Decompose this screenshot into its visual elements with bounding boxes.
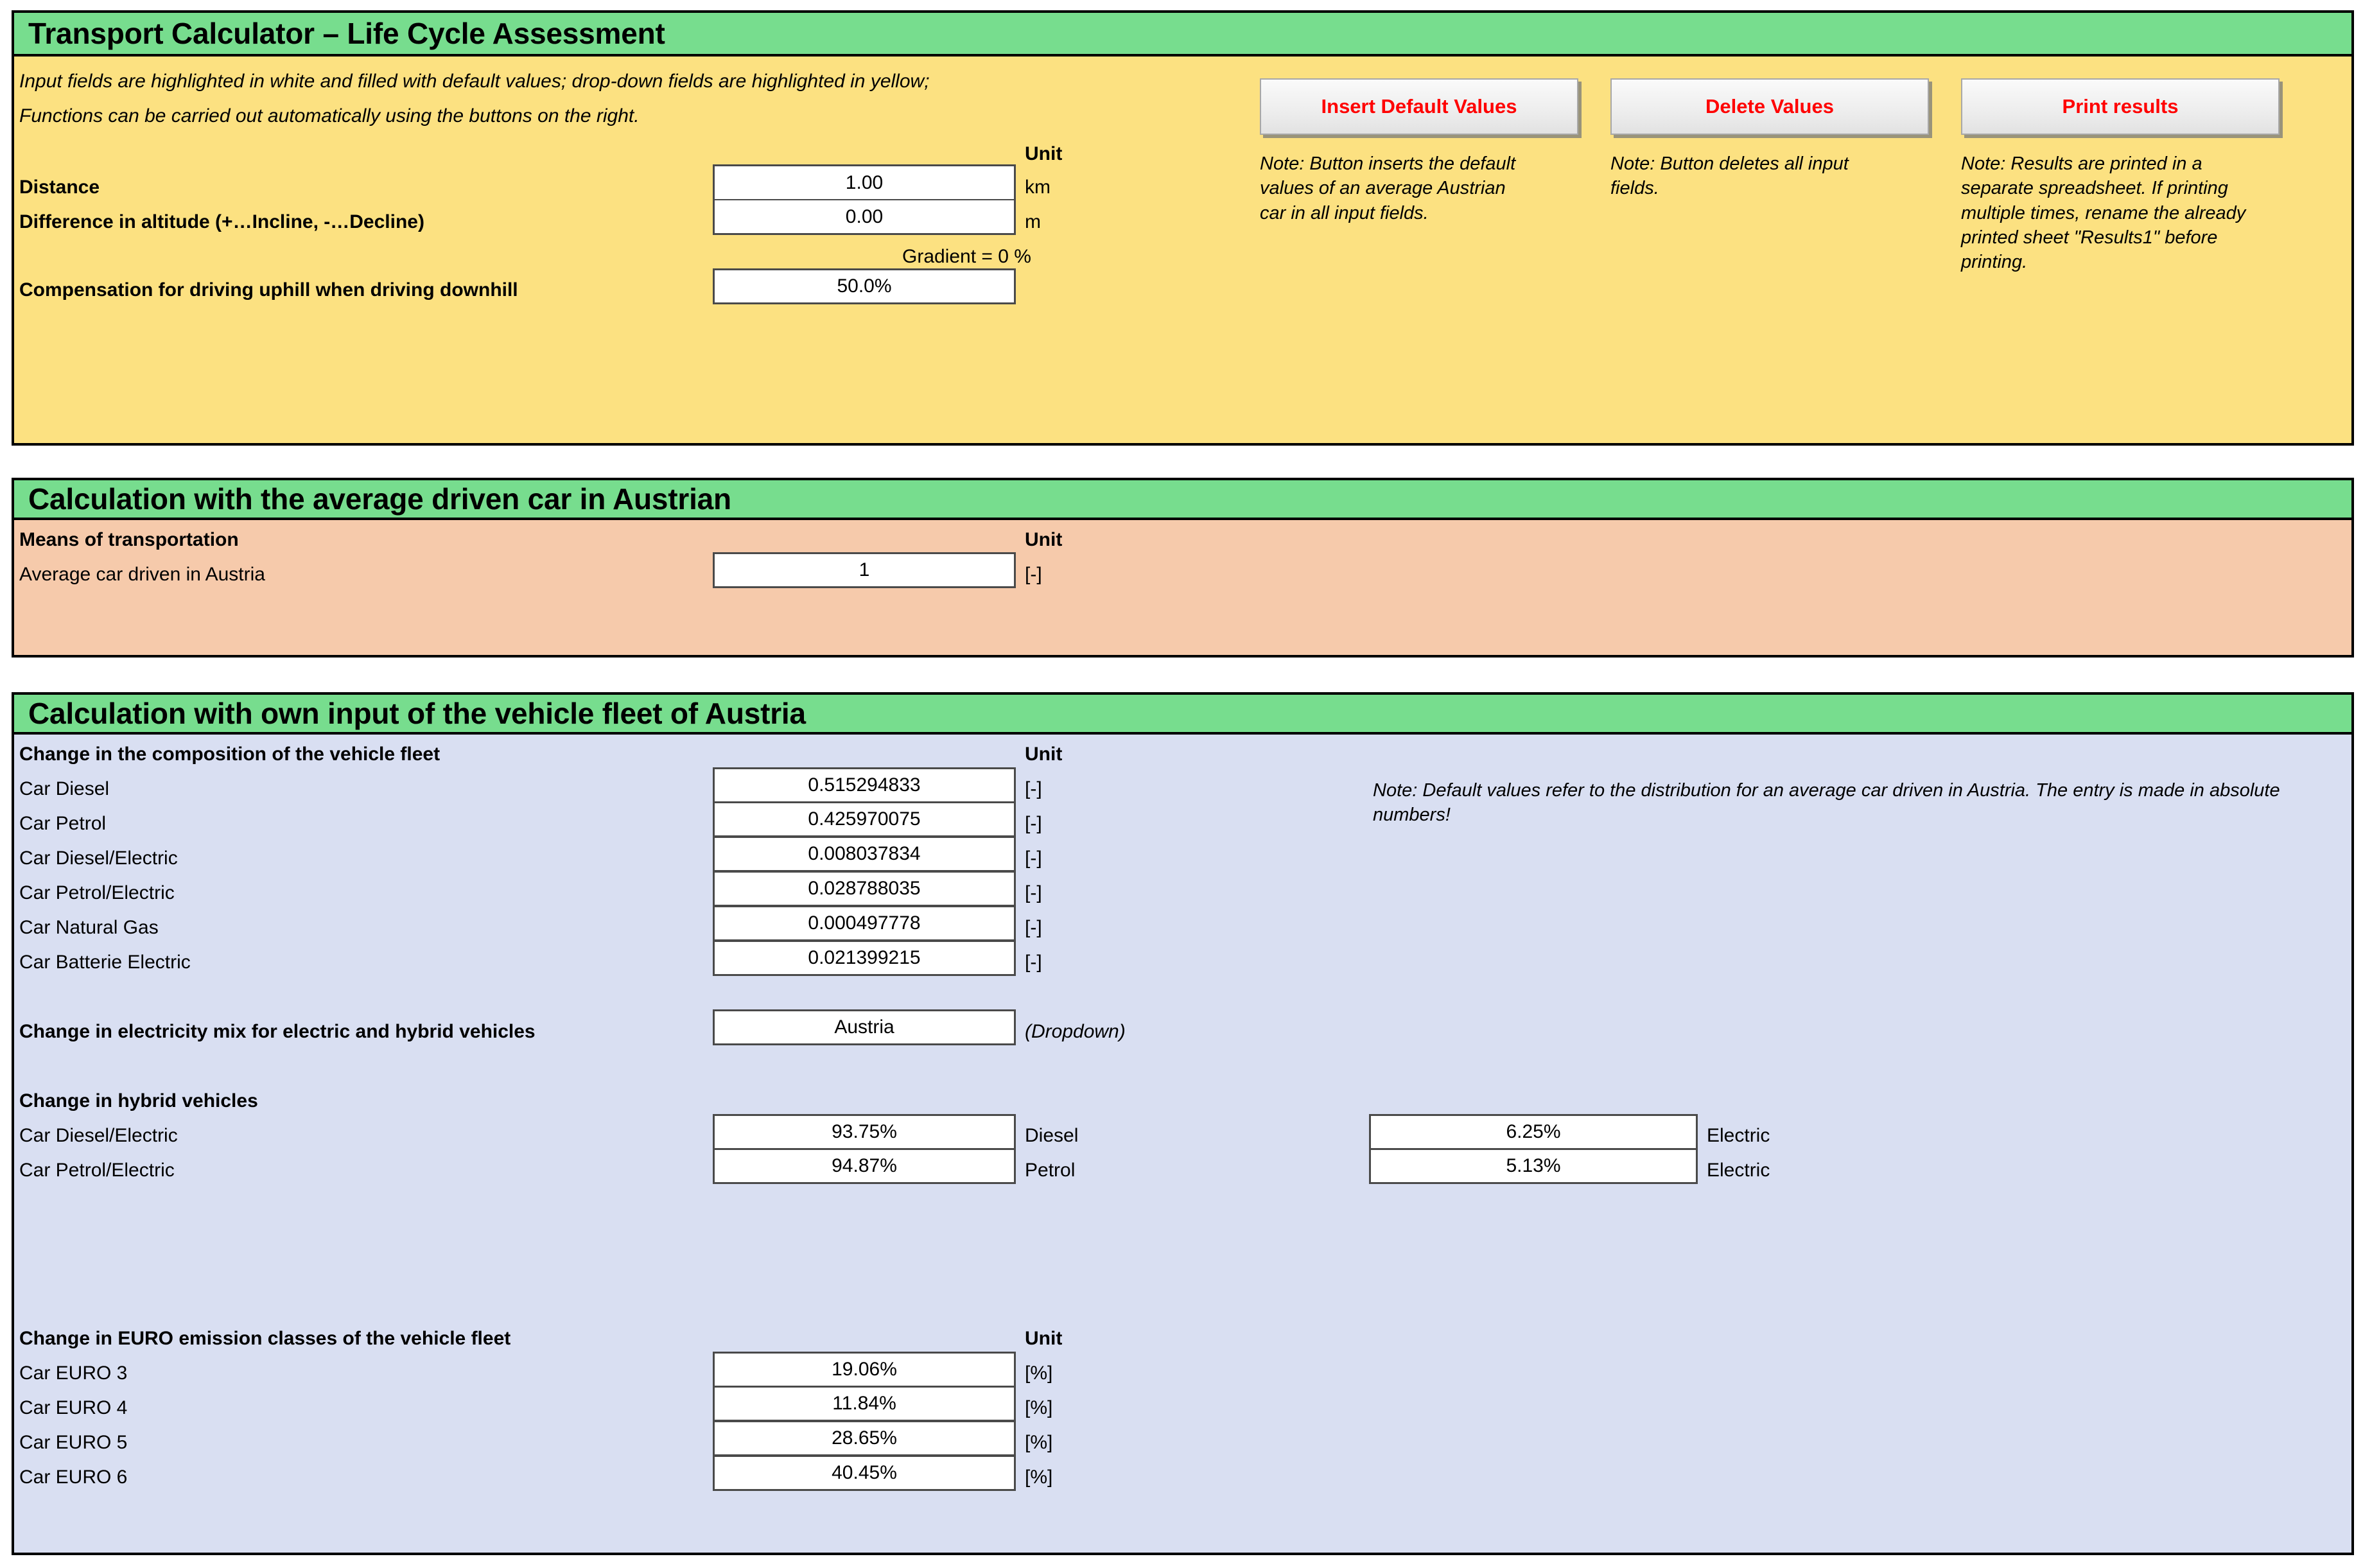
distance-label: Distance <box>19 177 100 198</box>
car-petrol-electric-label: Car Petrol/Electric <box>19 882 175 903</box>
car-euro-5-label: Car EURO 5 <box>19 1432 128 1453</box>
average-car-unit-header: Unit <box>1025 529 1063 550</box>
hybrid-diesel-electric-unit-a: Diesel <box>1025 1125 1079 1146</box>
hybrid-diesel-electric-input-b[interactable]: 6.25% <box>1369 1114 1698 1149</box>
average-car-label: Average car driven in Austria <box>19 564 265 585</box>
car-euro-6-label: Car EURO 6 <box>19 1467 128 1488</box>
car-euro-3-input[interactable]: 19.06% <box>713 1352 1016 1387</box>
car-batterie-electric-unit: [-] <box>1025 952 1042 973</box>
section-average-car-panel <box>12 520 2354 658</box>
fleet-composition-note: Note: Default values refer to the distri… <box>1373 780 2280 826</box>
electricity-mix-hint: (Dropdown) <box>1025 1021 1126 1042</box>
car-euro-4-unit: [%] <box>1025 1397 1053 1418</box>
car-euro-4-input[interactable]: 11.84% <box>713 1386 1016 1422</box>
electricity-mix-dropdown[interactable]: Austria <box>713 1009 1016 1045</box>
altitude-unit: m <box>1025 211 1041 232</box>
electricity-mix-label: Change in electricity mix for electric a… <box>19 1021 536 1042</box>
car-euro-6-input[interactable]: 40.45% <box>713 1456 1016 1491</box>
intro-line-2: Functions can be carried out automatical… <box>19 105 640 126</box>
delete-values-button[interactable]: Delete Values <box>1610 78 1929 135</box>
car-diesel-label: Car Diesel <box>19 778 110 799</box>
means-of-transportation-label: Means of transportation <box>19 529 239 550</box>
print-results-button[interactable]: Print results <box>1961 78 2280 135</box>
euro-subheader: Change in EURO emission classes of the v… <box>19 1328 511 1349</box>
average-car-unit: [-] <box>1025 564 1042 585</box>
hybrid-petrol-electric-input-b[interactable]: 5.13% <box>1369 1149 1698 1184</box>
route-unit-header: Unit <box>1025 143 1063 164</box>
car-euro-3-unit: [%] <box>1025 1363 1053 1384</box>
insert-default-values-note: Note: Button inserts the default values … <box>1260 153 1516 223</box>
car-batterie-electric-input[interactable]: 0.021399215 <box>713 941 1016 976</box>
print-results-note: Note: Results are printed in a separate … <box>1961 153 2246 273</box>
section-average-car-title: Calculation with the average driven car … <box>28 482 731 516</box>
car-natural-gas-label: Car Natural Gas <box>19 917 159 938</box>
section-fleet-panel <box>12 735 2354 1555</box>
delete-values-note: Note: Button deletes all input fields. <box>1610 153 1849 199</box>
hybrid-petrol-electric-unit-a: Petrol <box>1025 1160 1076 1181</box>
section-header-average-car: Calculation with the average driven car … <box>12 478 2354 520</box>
car-natural-gas-input[interactable]: 0.000497778 <box>713 906 1016 941</box>
car-petrol-electric-input[interactable]: 0.028788035 <box>713 871 1016 907</box>
compensation-label: Compensation for driving uphill when dri… <box>19 279 518 301</box>
car-euro-5-input[interactable]: 28.65% <box>713 1421 1016 1456</box>
distance-input[interactable]: 1.00 <box>713 164 1016 200</box>
hybrid-petrol-electric-unit-b: Electric <box>1707 1160 1770 1181</box>
car-diesel-electric-input[interactable]: 0.008037834 <box>713 837 1016 872</box>
page-title: Transport Calculator – Life Cycle Assess… <box>28 17 665 50</box>
insert-default-values-button[interactable]: Insert Default Values <box>1260 78 1578 135</box>
car-diesel-electric-label: Car Diesel/Electric <box>19 848 178 869</box>
car-natural-gas-unit: [-] <box>1025 917 1042 938</box>
hybrid-diesel-electric-unit-b: Electric <box>1707 1125 1770 1146</box>
euro-unit-header: Unit <box>1025 1328 1063 1349</box>
car-euro-4-label: Car EURO 4 <box>19 1397 128 1418</box>
car-euro-5-unit: [%] <box>1025 1432 1053 1453</box>
section-header-fleet: Calculation with own input of the vehicl… <box>12 692 2354 735</box>
fleet-composition-subheader: Change in the composition of the vehicle… <box>19 744 440 765</box>
car-diesel-electric-unit: [-] <box>1025 848 1042 869</box>
gradient-readout: Gradient = 0 % <box>902 246 1031 267</box>
hybrid-diesel-electric-label: Car Diesel/Electric <box>19 1125 178 1146</box>
compensation-input[interactable]: 50.0% <box>713 268 1016 304</box>
car-diesel-input[interactable]: 0.515294833 <box>713 767 1016 803</box>
altitude-label: Difference in altitude (+…Incline, -…Dec… <box>19 211 424 232</box>
hybrid-subheader: Change in hybrid vehicles <box>19 1090 258 1111</box>
car-euro-3-label: Car EURO 3 <box>19 1363 128 1384</box>
car-petrol-input[interactable]: 0.425970075 <box>713 802 1016 837</box>
car-petrol-label: Car Petrol <box>19 813 107 834</box>
fleet-composition-unit-header: Unit <box>1025 744 1063 765</box>
altitude-input[interactable]: 0.00 <box>713 199 1016 235</box>
hybrid-petrol-electric-label: Car Petrol/Electric <box>19 1160 175 1181</box>
distance-unit: km <box>1025 177 1051 198</box>
hybrid-petrol-electric-input-a[interactable]: 94.87% <box>713 1149 1016 1184</box>
car-euro-6-unit: [%] <box>1025 1467 1053 1488</box>
section-fleet-title: Calculation with own input of the vehicl… <box>28 697 806 730</box>
app-title-band: Transport Calculator – Life Cycle Assess… <box>12 10 2354 57</box>
intro-line-1: Input fields are highlighted in white an… <box>19 71 930 92</box>
car-batterie-electric-label: Car Batterie Electric <box>19 952 191 973</box>
car-petrol-electric-unit: [-] <box>1025 882 1042 903</box>
hybrid-diesel-electric-input-a[interactable]: 93.75% <box>713 1114 1016 1149</box>
car-diesel-unit: [-] <box>1025 778 1042 799</box>
average-car-input[interactable]: 1 <box>713 552 1016 588</box>
car-petrol-unit: [-] <box>1025 813 1042 834</box>
